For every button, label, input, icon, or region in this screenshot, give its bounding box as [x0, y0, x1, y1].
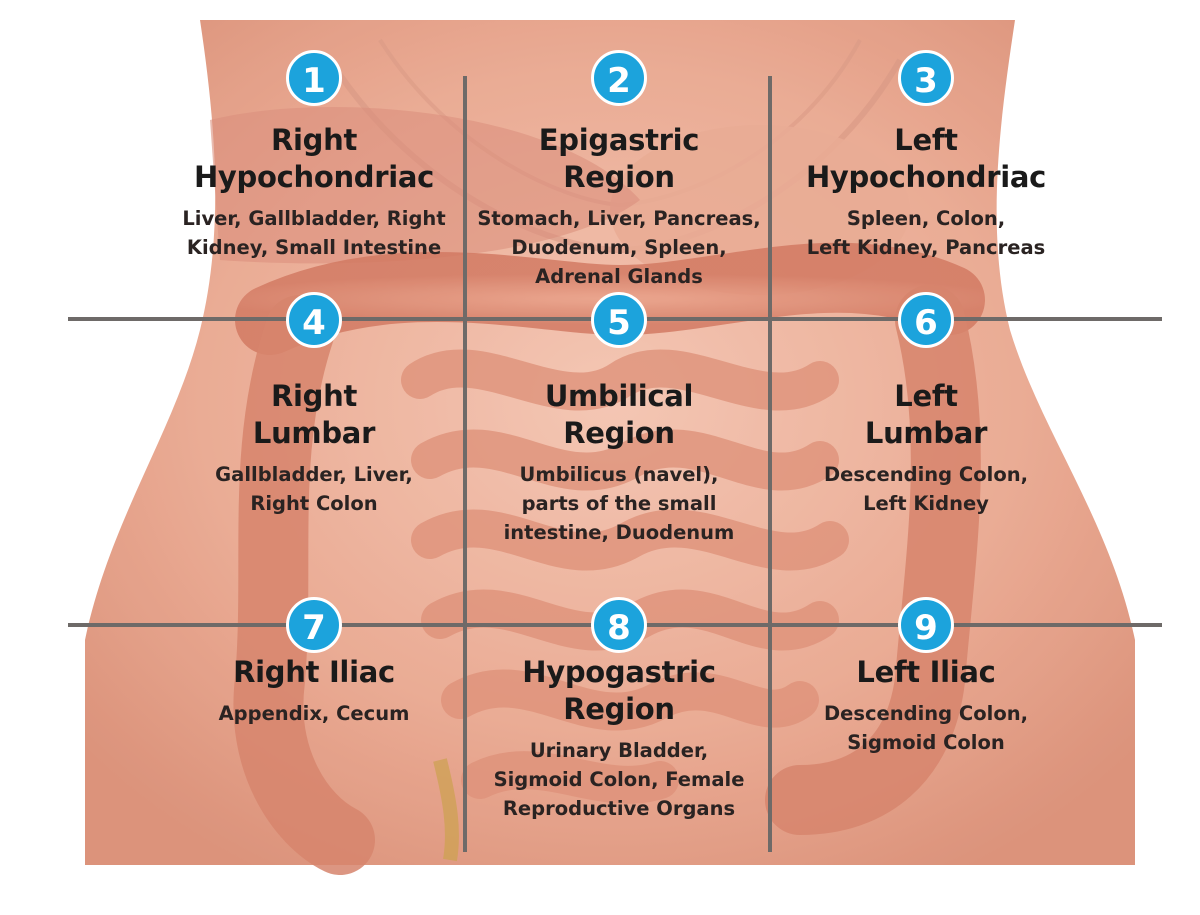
region-left-iliac: Left Iliac Descending Colon, Sigmoid Col…: [776, 654, 1076, 757]
region-epigastric: Epigastric Region Stomach, Liver, Pancre…: [469, 122, 769, 291]
region-badge-7: 7: [286, 597, 342, 653]
region-badge-3: 3: [898, 50, 954, 106]
region-badge-8: 8: [591, 597, 647, 653]
region-left-hypochondriac: Left Hypochondriac Spleen, Colon, Left K…: [776, 122, 1076, 262]
region-right-hypochondriac: Right Hypochondriac Liver, Gallbladder, …: [164, 122, 464, 262]
region-badge-6: 6: [898, 292, 954, 348]
region-organs: Urinary Bladder, Sigmoid Colon, Female R…: [469, 736, 769, 823]
region-title: Right Hypochondriac: [164, 122, 464, 196]
region-title: Right Lumbar: [164, 378, 464, 452]
region-title: Hypogastric Region: [469, 654, 769, 728]
region-title: Left Iliac: [776, 654, 1076, 691]
region-organs: Spleen, Colon, Left Kidney, Pancreas: [776, 204, 1076, 262]
region-badge-2: 2: [591, 50, 647, 106]
region-organs: Descending Colon, Left Kidney: [776, 460, 1076, 518]
region-organs: Descending Colon, Sigmoid Colon: [776, 699, 1076, 757]
region-title: Left Hypochondriac: [776, 122, 1076, 196]
region-right-iliac: Right Iliac Appendix, Cecum: [164, 654, 464, 728]
region-badge-9: 9: [898, 597, 954, 653]
region-organs: Liver, Gallbladder, Right Kidney, Small …: [164, 204, 464, 262]
region-title: Epigastric Region: [469, 122, 769, 196]
region-badge-1: 1: [286, 50, 342, 106]
region-title: Left Lumbar: [776, 378, 1076, 452]
region-badge-5: 5: [591, 292, 647, 348]
region-title: Right Iliac: [164, 654, 464, 691]
region-left-lumbar: Left Lumbar Descending Colon, Left Kidne…: [776, 378, 1076, 518]
region-badge-4: 4: [286, 292, 342, 348]
region-right-lumbar: Right Lumbar Gallbladder, Liver, Right C…: [164, 378, 464, 518]
region-organs: Umbilicus (navel), parts of the small in…: [469, 460, 769, 547]
region-hypogastric: Hypogastric Region Urinary Bladder, Sigm…: [469, 654, 769, 823]
region-organs: Stomach, Liver, Pancreas, Duodenum, Sple…: [469, 204, 769, 291]
region-umbilical: Umbilical Region Umbilicus (navel), part…: [469, 378, 769, 547]
region-organs: Gallbladder, Liver, Right Colon: [164, 460, 464, 518]
region-organs: Appendix, Cecum: [164, 699, 464, 728]
region-title: Umbilical Region: [469, 378, 769, 452]
